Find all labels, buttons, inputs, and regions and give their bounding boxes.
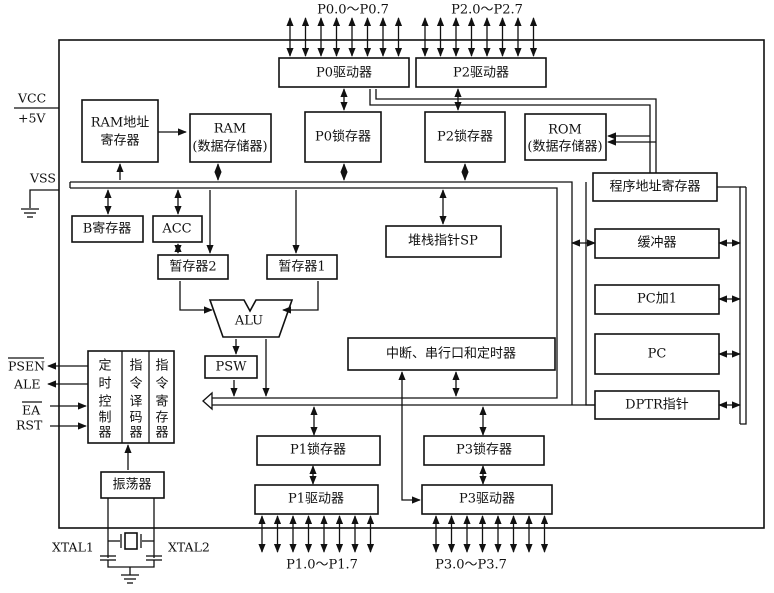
p0-driver-label: P0驱动器 (316, 66, 372, 81)
timing-control-char: 时 (98, 377, 111, 392)
p2-driver-block (415, 57, 547, 88)
instruction-register-char: 指 (155, 359, 168, 374)
temp-register-2-label: 暂存器2 (169, 260, 216, 275)
p2-pins-label: P2.0～P2.7 (451, 3, 523, 18)
p3-latch-label: P3锁存器 (456, 442, 512, 458)
bus-connectors (104, 88, 487, 504)
instruction-decoder-char: 指 (129, 359, 142, 374)
pc-increment-block (594, 284, 720, 315)
buffer-block (594, 228, 720, 259)
temp-register-1-label: 暂存器1 (278, 260, 325, 275)
p1-latch-block (256, 435, 381, 466)
program-address-register-label: 程序地址寄存器 (609, 179, 700, 195)
xtal1-label: XTAL1 (52, 540, 94, 555)
timing-control-char: 器 (98, 426, 111, 441)
p1-latch-label: P1锁存器 (290, 442, 346, 458)
b-register-block (71, 215, 144, 243)
psw-block (204, 355, 258, 379)
timing-control-char: 定 (98, 359, 111, 374)
instruction-register-char: 器 (155, 426, 168, 441)
acc-block (152, 215, 203, 243)
crystal-icon (100, 498, 162, 584)
pc-label: PC (648, 347, 667, 362)
ram-label-2: (数据存储器) (192, 140, 267, 155)
interrupt-serial-timer-label: 中断、串行口和定时器 (386, 347, 516, 362)
instruction-decoder-char: 令 (129, 377, 142, 392)
rom-label-1: ROM (548, 123, 582, 138)
instruction-decoder-char: 码 (129, 411, 142, 426)
p3-driver-label: P3驱动器 (459, 492, 515, 507)
port-pin-arrows (258, 17, 549, 553)
alu-block (208, 299, 294, 338)
p0-driver-block (278, 57, 410, 88)
p0-pins-label: P0.0～P0.7 (317, 3, 389, 18)
p1-pins-label: P1.0～P1.7 (286, 558, 358, 573)
timing-control-char: 控 (98, 395, 111, 410)
temp-register-1-block (266, 254, 338, 280)
address-bus (369, 89, 747, 425)
ale-pin-label: ALE (13, 377, 40, 392)
ground-icon (21, 189, 59, 218)
vcc-voltage-label: +5V (18, 111, 46, 126)
p3-pins-label: P3.0～P3.7 (435, 558, 507, 573)
instruction-register-char: 存 (155, 411, 168, 426)
dptr-label: DPTR指针 (625, 398, 689, 413)
psw-label: PSW (215, 360, 247, 375)
stack-pointer-block (385, 225, 502, 258)
stack-pointer-label: 堆栈指针SP (408, 234, 478, 249)
timing-control-char: 制 (98, 411, 111, 426)
alu-label: ALU (234, 314, 263, 329)
ea-pin-label: EA (22, 403, 41, 418)
pc-block (594, 333, 720, 375)
p2-latch-block (424, 111, 506, 163)
p3-latch-block (423, 435, 545, 466)
psen-pin-label: PSEN (8, 359, 45, 374)
p0-latch-label: P0锁存器 (315, 129, 371, 145)
vss-label: VSS (29, 171, 56, 186)
instruction-register-char: 寄 (155, 394, 168, 410)
ram-block (189, 113, 272, 163)
p0-latch-block (304, 111, 382, 163)
control-unit-columns: 定 时 控 制 器 指 令 译 码 器 指 令 寄 存 器 (98, 359, 168, 441)
acc-label: ACC (161, 222, 191, 237)
rom-label-2: (数据存储器) (527, 140, 602, 155)
control-unit-block (87, 350, 175, 444)
rom-block (524, 113, 607, 161)
p3-driver-block (421, 484, 553, 515)
interrupt-serial-timer-block (347, 337, 556, 371)
chip-outline (58, 39, 765, 529)
lower-data-bus (202, 391, 595, 411)
oscillator-label: 振荡器 (112, 478, 151, 493)
oscillator-block (100, 471, 165, 499)
xtal2-label: XTAL2 (168, 540, 210, 555)
instruction-decoder-char: 器 (129, 426, 142, 441)
ram-label-1: RAM (214, 122, 247, 137)
instruction-decoder-char: 译 (129, 395, 142, 410)
ram-address-register-label-1: RAM地址 (91, 116, 150, 131)
rst-pin-label: RST (16, 418, 43, 433)
buffer-label: 缓冲器 (637, 236, 676, 251)
pc-increment-label: PC加1 (637, 292, 677, 307)
temp-register-2-block (157, 254, 229, 280)
p2-latch-label: P2锁存器 (437, 129, 493, 145)
p2-driver-label: P2驱动器 (453, 66, 509, 81)
ram-address-register-block (81, 99, 159, 163)
vcc-label: VCC (17, 91, 46, 106)
b-register-label: B寄存器 (83, 221, 132, 237)
ram-address-register-label-2: 寄存器 (100, 133, 139, 149)
p1-driver-block (254, 484, 379, 515)
instruction-register-char: 令 (155, 377, 168, 392)
p1-driver-label: P1驱动器 (288, 492, 344, 507)
